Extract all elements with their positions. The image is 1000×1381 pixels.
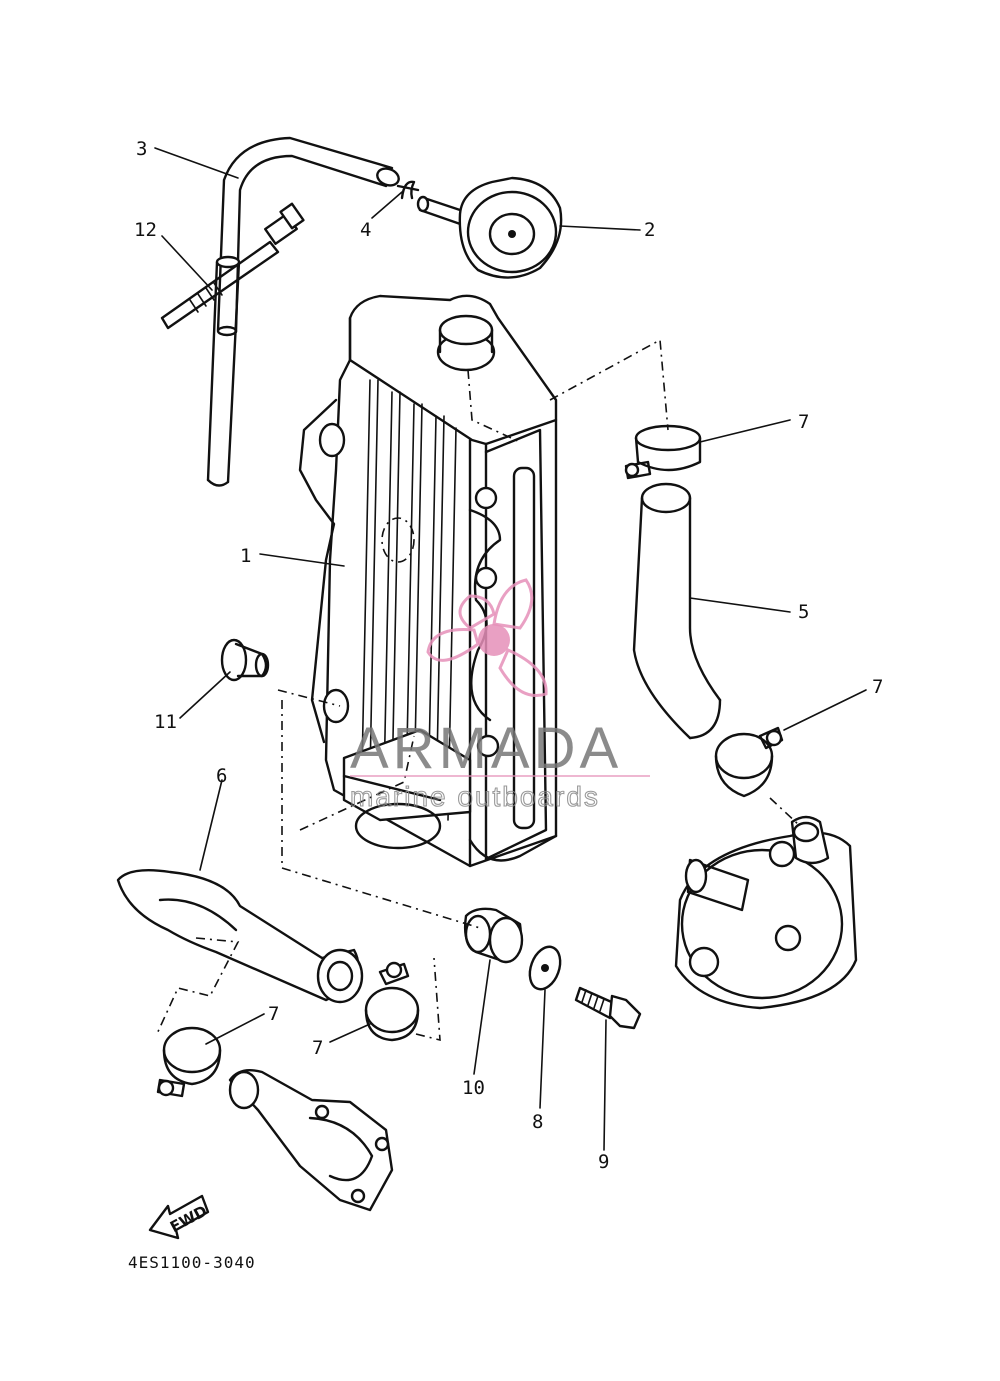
part-2-radiator-cap [416,176,563,279]
callout-8: 8 [532,1111,543,1133]
callout-numbers: 3 12 4 2 1 7 5 11 7 6 7 7 10 8 9 [134,138,883,1173]
callout-11: 11 [154,711,177,733]
part-7-clamp-lower-mid [364,961,420,1042]
part-7-clamp-upper [624,424,702,480]
callout-3: 3 [136,138,147,160]
figure-code: 4ES1100-3040 [128,1253,256,1272]
part-5-upper-hose [632,482,722,740]
part-1-radiator [298,294,558,868]
callout-5: 5 [798,601,809,623]
water-pump-housing [228,1069,394,1212]
callout-7-upper: 7 [798,411,809,433]
callout-7-lower-left: 7 [268,1003,279,1025]
callout-10: 10 [462,1077,485,1099]
callout-12: 12 [134,219,157,241]
part-7-clamp-right [714,726,784,798]
part-4-clip [396,180,420,200]
part-3-breather-hose [216,136,400,337]
callout-7-lower-mid: 7 [312,1037,323,1059]
leader-lines [154,147,867,1151]
cylinder-head-outlet [674,815,858,1010]
callout-4: 4 [360,219,371,241]
callout-2: 2 [644,219,655,241]
propeller-logo-icon [426,578,548,697]
part-10-grommet [463,907,524,964]
part-6-lower-hose [116,869,364,1004]
fwd-arrow: FWD [148,1194,210,1240]
part-3-lower-pipe [206,255,241,487]
part-9-bolt [574,986,642,1030]
watermark-tagline: marine outboards [350,781,600,812]
armada-watermark: ARMADA marine outboards [349,578,650,813]
part-8-washer [528,945,562,991]
callout-1: 1 [240,545,251,567]
watermark-brand: ARMADA [350,716,622,781]
part-12-cable-tie [160,202,305,330]
callout-6: 6 [216,765,227,787]
part-11-bushing [220,638,270,682]
assembly-reference-lines [155,338,801,1042]
part-7-clamp-lower-left [156,1026,222,1098]
callout-9: 9 [598,1151,609,1173]
callout-7-right: 7 [872,676,883,698]
